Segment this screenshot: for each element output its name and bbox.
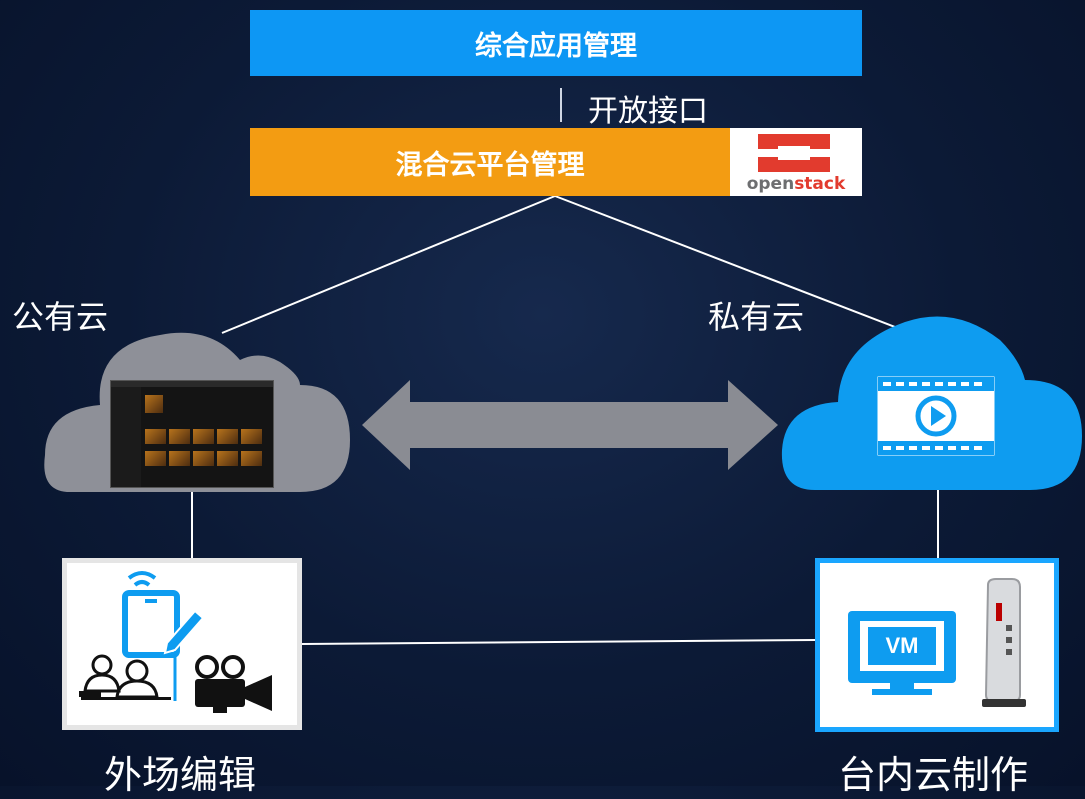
editing-app-screenshot: [110, 380, 274, 488]
public-cloud-label: 公有云: [12, 298, 109, 336]
link-field-studio: [301, 639, 816, 645]
thin-client-icon: [982, 578, 1026, 707]
link-hybrid-public: [221, 195, 556, 334]
link-hybrid-private: [554, 195, 909, 333]
hybrid-cloud-bar: 混合云平台管理: [250, 128, 730, 196]
private-cloud-label: 私有云: [708, 298, 805, 336]
top-bar: 综合应用管理: [250, 10, 862, 76]
vm-label: VM: [886, 633, 919, 658]
studio-production-box: VM: [815, 558, 1059, 732]
field-editing-label: 外场编辑: [104, 753, 257, 797]
tablet-pen-icon: [122, 571, 205, 658]
field-editing-box: [62, 558, 302, 730]
double-arrow-icon: [362, 380, 778, 470]
interface-label: 开放接口: [588, 94, 708, 129]
studio-production-label: 台内云制作: [838, 753, 1029, 797]
openstack-logo: openstack: [730, 128, 862, 196]
video-player-icon: [877, 376, 995, 456]
interface-divider: [560, 88, 562, 122]
people-at-desks-icon: [79, 654, 171, 700]
studio-icons: VM: [848, 578, 1026, 707]
openstack-mark: [758, 134, 830, 172]
video-camera-icon: [195, 655, 272, 713]
hybrid-cloud-label: 混合云平台管理: [395, 149, 585, 181]
openstack-wordmark: openstack: [746, 174, 846, 194]
vm-monitor-icon: VM: [848, 611, 956, 695]
top-bar-label: 综合应用管理: [475, 30, 637, 62]
field-editing-icons: [79, 571, 272, 713]
